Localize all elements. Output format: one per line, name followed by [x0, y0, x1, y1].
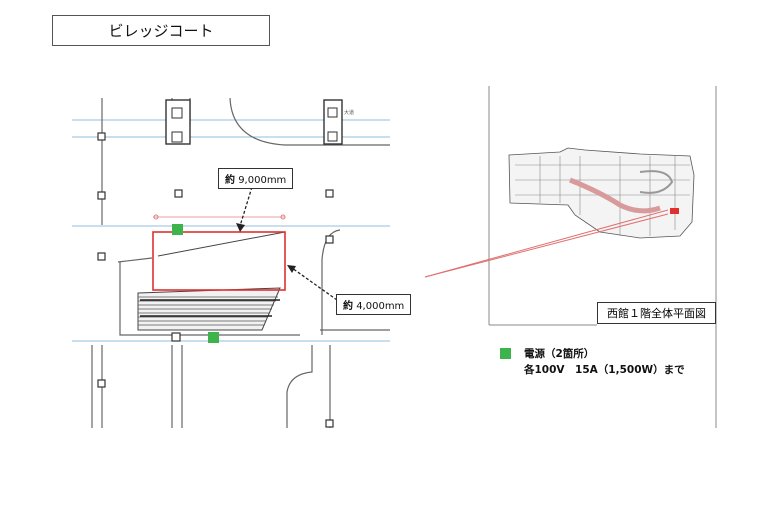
event-area-outline: [152, 231, 286, 291]
page-title-text: ビレッジコート: [108, 22, 214, 40]
callout-arrows: [239, 186, 338, 301]
inset-map-label-text: 西館１階全体平面図: [607, 307, 706, 320]
power-outlet-marker: [172, 224, 183, 235]
width-callout-prefix: 約: [225, 175, 235, 186]
width-callout-value: 9,000mm: [238, 175, 287, 186]
dimension-marker: [153, 214, 159, 220]
power-legend-title-row: 電源（2箇所）: [500, 346, 685, 361]
depth-callout: 約 4,000mm: [336, 294, 412, 315]
dimension-marker: [280, 214, 286, 220]
power-legend: 電源（2箇所） 各100V 15A（1,500W）まで: [500, 346, 685, 377]
width-callout: 約 9,000mm: [218, 168, 294, 189]
power-legend-detail: 各100V 15A（1,500W）まで: [524, 364, 685, 376]
page-title: ビレッジコート: [52, 15, 270, 46]
corner-text: 大道: [344, 109, 354, 116]
arrow-head: [236, 223, 245, 232]
column-markers: [97, 132, 334, 428]
inset-map-label: 西館１階全体平面図: [597, 302, 716, 324]
arrow-head: [287, 265, 296, 273]
power-outlet-marker: [208, 332, 219, 343]
street-outlines: [91, 97, 390, 428]
depth-callout-value: 4,000mm: [356, 301, 405, 312]
entry-blocks: [165, 99, 343, 145]
power-legend-swatch: [500, 348, 511, 359]
escalator: [137, 287, 281, 331]
depth-callout-prefix: 約: [343, 301, 353, 312]
leader-lines: [424, 209, 669, 278]
location-highlight: [670, 208, 679, 214]
slope-line: [157, 231, 286, 257]
power-legend-title: 電源（2箇所）: [524, 348, 595, 360]
